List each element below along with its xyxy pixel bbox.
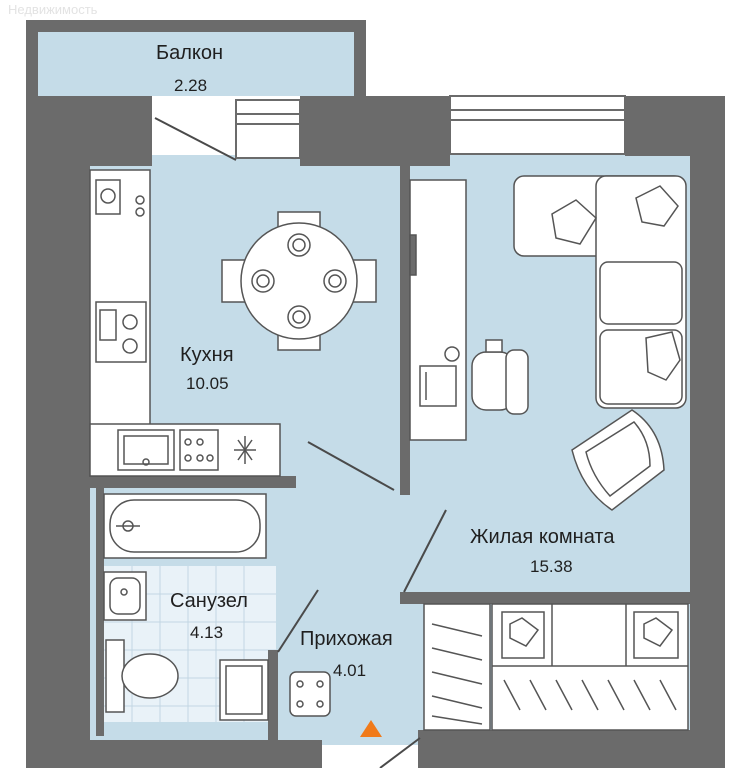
kitchen-area: 10.05 xyxy=(186,374,229,393)
window-living xyxy=(449,95,626,155)
armchair-icon xyxy=(571,409,665,511)
stove-icon xyxy=(95,301,256,471)
balcony-name: Балкон xyxy=(156,42,224,64)
sofa-icon xyxy=(513,175,687,409)
wardrobe-icon xyxy=(423,603,689,731)
windows xyxy=(235,95,626,159)
hallway-name: Прихожая xyxy=(300,628,393,650)
office-chair-icon xyxy=(471,339,529,415)
kitchen-sink-icon xyxy=(95,179,175,471)
bathroom-name: Санузел xyxy=(170,590,248,612)
dining-table-icon xyxy=(221,211,377,351)
hallway-area: 4.01 xyxy=(333,661,367,680)
balcony-floor xyxy=(36,30,358,96)
washbasin-icon xyxy=(103,571,147,621)
washing-machine-icon xyxy=(219,659,269,721)
kitchen-name: Кухня xyxy=(180,344,234,366)
bathtub-icon xyxy=(103,493,267,559)
walls xyxy=(26,20,725,768)
watermark: Недвижимость xyxy=(8,2,98,17)
laptop-icon xyxy=(419,346,460,407)
hallway-cabinet xyxy=(289,671,331,717)
entrance-arrow-icon xyxy=(360,720,382,737)
toilet-icon xyxy=(105,639,179,713)
living-room-name: Жилая комната xyxy=(470,526,615,548)
bathroom-area: 4.13 xyxy=(190,623,224,642)
balcony-area: 2.28 xyxy=(174,76,208,95)
doors xyxy=(154,117,447,768)
living-room-area: 15.38 xyxy=(530,557,573,576)
window-kitchen xyxy=(235,99,301,159)
desk-icon xyxy=(409,179,467,441)
kitchen-counter xyxy=(89,169,281,477)
